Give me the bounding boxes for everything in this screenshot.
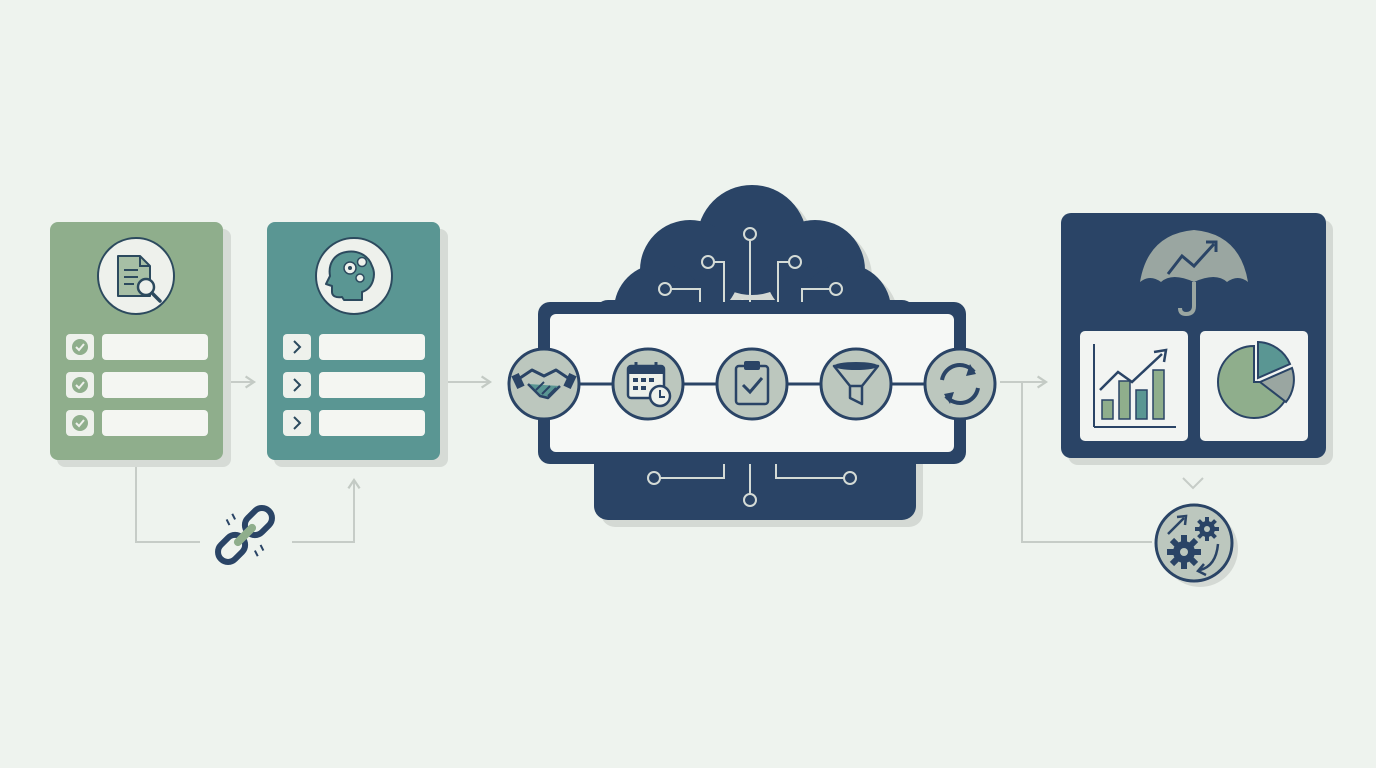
ai-analysis-card [267,222,448,467]
document-search-icon [97,237,175,315]
pie-chart-panel [1200,331,1308,441]
document-review-card [50,222,231,467]
refresh-cycle-icon [923,347,997,421]
filter-funnel-icon [819,347,893,421]
analytics-dashboard [1061,213,1333,465]
link-path-right [292,477,361,543]
task-row [283,372,425,398]
broken-chain-link-icon [215,505,275,565]
umbrella-growth-icon [1140,230,1248,317]
calendar-clock-icon [611,347,685,421]
process-nodes [507,347,997,421]
checkmark-icon [72,415,88,431]
checklist-row [66,334,208,360]
bar-chart-trend-icon [1093,344,1176,428]
pie-chart-icon [1217,340,1295,419]
brain-gears-head-icon [315,237,393,315]
chevron-right-icon [293,416,302,430]
handshake-icon [507,347,581,421]
checklist-row [66,410,208,436]
gears-cycle-icon [1154,503,1238,587]
bar-chart-growth-panel [1080,331,1188,441]
task-row [283,334,425,360]
checklist-row [66,372,208,398]
clipboard-check-icon [715,347,789,421]
checkmark-icon [72,377,88,393]
connectors [135,375,1204,543]
link-path-left [135,462,200,543]
arrow-dashboard-to-automation [1182,477,1204,490]
chevron-right-icon [293,378,302,392]
branch-to-automation [1021,382,1152,543]
chevron-right-icon [293,340,302,354]
task-row [283,410,425,436]
checkmark-icon [72,339,88,355]
